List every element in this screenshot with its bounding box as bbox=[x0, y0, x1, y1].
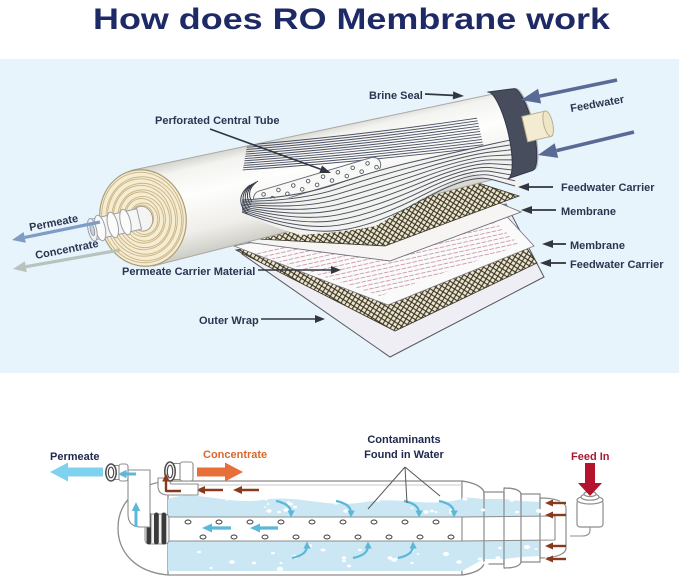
svg-text:Membrane: Membrane bbox=[570, 240, 625, 252]
svg-text:Outer Wrap: Outer Wrap bbox=[199, 315, 259, 327]
svg-text:Concentrate: Concentrate bbox=[203, 449, 267, 461]
svg-text:Found in Water: Found in Water bbox=[364, 449, 444, 461]
svg-text:Permeate Carrier Material: Permeate Carrier Material bbox=[122, 266, 255, 278]
svg-text:How does RO Membrane work: How does RO Membrane work bbox=[93, 3, 610, 36]
svg-text:Contaminants: Contaminants bbox=[367, 434, 440, 446]
svg-text:Feed In: Feed In bbox=[571, 451, 610, 463]
svg-text:Feedwater Carrier: Feedwater Carrier bbox=[570, 259, 664, 271]
svg-text:Membrane: Membrane bbox=[561, 206, 616, 218]
svg-text:Brine Seal: Brine Seal bbox=[369, 90, 423, 102]
svg-text:Permeate: Permeate bbox=[50, 451, 100, 463]
svg-text:Feedwater Carrier: Feedwater Carrier bbox=[561, 182, 655, 194]
svg-text:Perforated Central Tube: Perforated Central Tube bbox=[155, 115, 280, 127]
